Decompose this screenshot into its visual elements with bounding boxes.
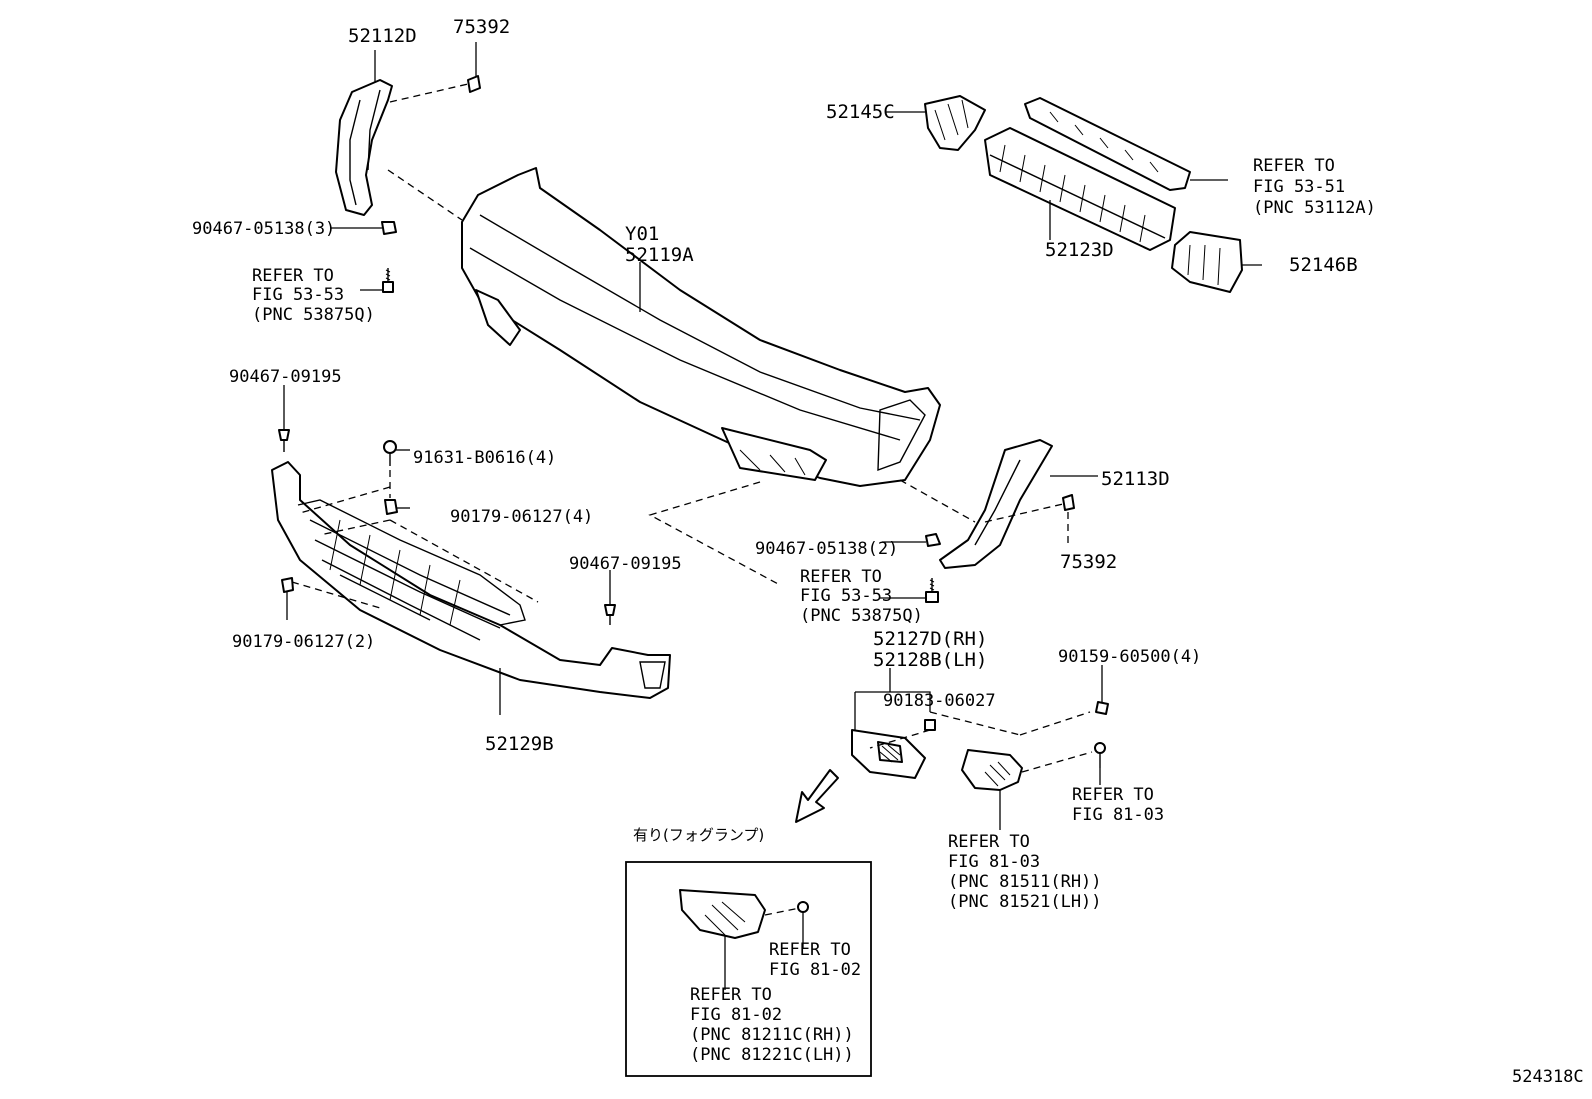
label-90183-06027: 90183-06027 — [883, 691, 996, 711]
label-52145c: 52145C — [826, 101, 895, 123]
clip-90467-09195-mid-drawing — [604, 604, 616, 625]
refer-53-53-right-line1: REFER TO — [800, 567, 882, 587]
label-52127d-rh: 52127D(RH) — [873, 628, 987, 650]
refer-53-53-right-line2: FIG 53-53 — [800, 586, 892, 606]
refer-53-53-left-line3: (PNC 53875Q) — [252, 305, 375, 325]
label-52128b-lh: 52128B(LH) — [873, 649, 987, 671]
clip-90183-drawing — [924, 719, 936, 731]
clip-75392-top-drawing — [467, 75, 481, 93]
label-75392-top: 75392 — [453, 16, 510, 38]
screw-91631-drawing — [383, 440, 397, 466]
absorber-52123d-drawing — [984, 127, 1176, 251]
label-52112d: 52112D — [348, 25, 417, 47]
refer-81-03-bottom-line2: FIG 81-03 — [948, 852, 1040, 872]
fog-lamp-inset-drawing — [679, 889, 809, 939]
refer-81-02-right-line2: FIG 81-02 — [769, 960, 861, 980]
nut-90179-4-drawing — [384, 499, 398, 515]
refer-81-02-bottom-line2: FIG 81-02 — [690, 1005, 782, 1025]
refer-81-03-bottom-line4: (PNC 81521(LH)) — [948, 892, 1102, 912]
label-90179-06127-4: 90179-06127(4) — [450, 507, 593, 527]
label-90467-05138-2: 90467-05138(2) — [755, 539, 898, 559]
fog-lamp-inset-box — [625, 861, 872, 1077]
refer-81-03-right-line2: FIG 81-03 — [1072, 805, 1164, 825]
refer-81-03-right-line1: REFER TO — [1072, 785, 1154, 805]
label-52119a: 52119A — [625, 244, 694, 266]
clip-75392-right-drawing — [1062, 494, 1075, 511]
refer-81-03-bottom-line3: (PNC 81511(RH)) — [948, 872, 1102, 892]
lower-grille-52129b-drawing — [271, 461, 671, 699]
arrow-down-left-icon — [795, 769, 839, 823]
refer-81-03-bottom-line1: REFER TO — [948, 832, 1030, 852]
label-90467-05138-3: 90467-05138(3) — [192, 219, 335, 239]
label-52113d: 52113D — [1101, 468, 1170, 490]
label-90179-06127-2: 90179-06127(2) — [232, 632, 375, 652]
refer-53-51-line2: FIG 53-51 — [1253, 177, 1345, 197]
fog-lamp-right-drawing — [961, 749, 1023, 791]
nut-90179-2-drawing — [281, 577, 294, 593]
label-90467-09195-left: 90467-09195 — [229, 367, 342, 387]
fog-bezel-drawing — [851, 729, 926, 779]
refer-53-51-line3: (PNC 53112A) — [1253, 198, 1376, 218]
diagram-reference-code: 524318C — [1512, 1067, 1584, 1087]
clip-90467-05138-top-drawing — [381, 221, 397, 293]
refer-81-02-bottom-line1: REFER TO — [690, 985, 772, 1005]
bulb-right-drawing — [1094, 742, 1106, 768]
label-52146b: 52146B — [1289, 254, 1358, 276]
refer-53-53-left-line2: FIG 53-53 — [252, 285, 344, 305]
refer-53-53-left-line1: REFER TO — [252, 266, 334, 286]
label-90159-60500: 90159-60500(4) — [1058, 647, 1201, 667]
refer-81-02-bottom-line4: (PNC 81221C(LH)) — [690, 1045, 854, 1065]
refer-53-53-right-line3: (PNC 53875Q) — [800, 606, 923, 626]
bracket-52145c-drawing — [924, 95, 986, 151]
refer-53-51-line1: REFER TO — [1253, 156, 1335, 176]
label-52129b: 52129B — [485, 733, 554, 755]
refer-81-02-bottom-line3: (PNC 81211C(RH)) — [690, 1025, 854, 1045]
refer-81-02-right-line1: REFER TO — [769, 940, 851, 960]
label-75392-right: 75392 — [1060, 551, 1117, 573]
label-91631-b0616: 91631-B0616(4) — [413, 448, 556, 468]
reinforcement-strip-drawing — [1024, 97, 1191, 191]
clip-90467-05138-right-drawing — [925, 533, 941, 603]
label-y01: Y01 — [625, 223, 659, 245]
screw-90159-drawing — [1095, 701, 1109, 715]
fog-lamp-title: 有り(フォグランプ) — [633, 826, 764, 844]
bracket-52146b-drawing — [1171, 231, 1243, 293]
label-52123d: 52123D — [1045, 239, 1114, 261]
bracket-52112d-drawing — [335, 79, 393, 216]
clip-90467-09195-left-drawing — [278, 429, 290, 452]
bracket-52113d-drawing — [939, 439, 1053, 569]
label-90467-09195-mid: 90467-09195 — [569, 554, 682, 574]
bumper-52119a-drawing — [461, 167, 941, 487]
